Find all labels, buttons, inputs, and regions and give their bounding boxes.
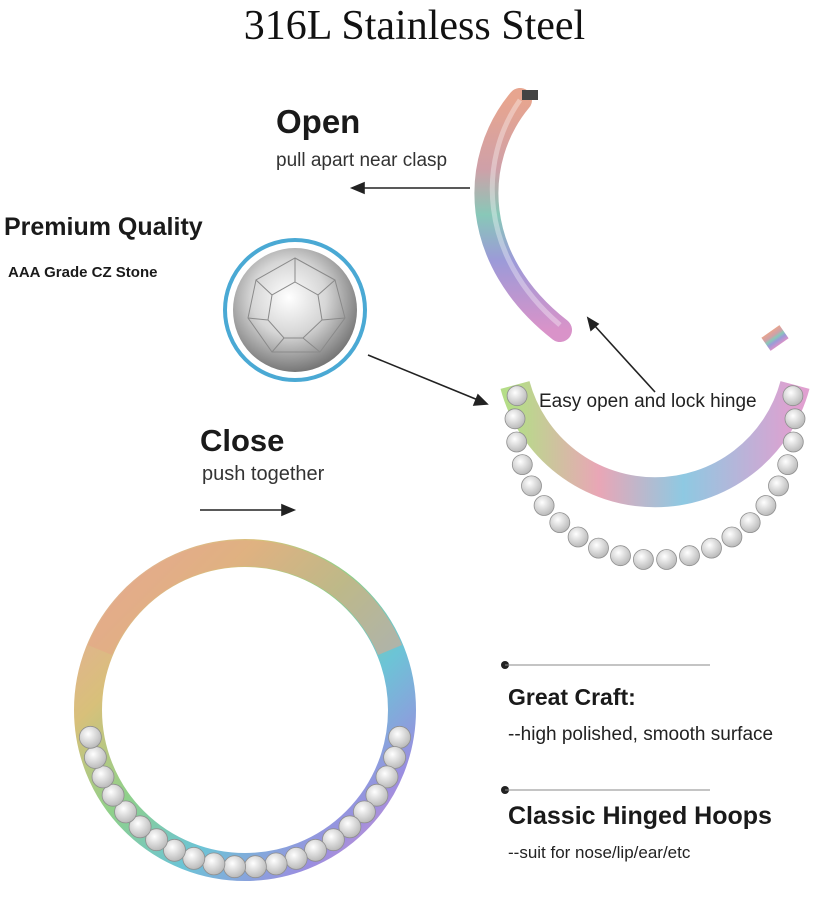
cz-stone (84, 746, 107, 769)
cz-stone (388, 725, 412, 749)
cz-stone (588, 537, 609, 559)
cz-stone (321, 828, 345, 852)
cz-stone (223, 855, 247, 879)
feature-heading-craft: Great Craft: (508, 684, 636, 710)
cz-stone (365, 783, 389, 807)
cz-stone (768, 475, 789, 497)
cz-stone (721, 526, 743, 548)
cz-stone (383, 746, 407, 769)
annotation-arrows (200, 181, 656, 517)
page-title: 316L Stainless Steel (243, 3, 586, 49)
cz-stone (163, 838, 186, 862)
cz-stone (128, 815, 152, 839)
cz-stone (549, 512, 571, 533)
premium-subtext: AAA Grade CZ Stone (8, 264, 158, 281)
close-subtext: push together (202, 463, 325, 485)
cz-stone (145, 828, 169, 852)
cz-stone (782, 385, 804, 407)
closed-hoop-stones (79, 725, 412, 879)
cz-stone (114, 800, 137, 824)
clasp-tip (522, 90, 538, 100)
feature-heading-hoops: Classic Hinged Hoops (508, 802, 772, 830)
cz-stone (533, 495, 555, 516)
feature-dividers (501, 661, 710, 794)
cz-stone (610, 545, 631, 567)
cz-stone (511, 454, 533, 476)
cz-stone (304, 838, 327, 862)
cz-stone (182, 847, 206, 870)
cz-stone (506, 431, 528, 453)
cz-stone (284, 847, 308, 870)
cz-stone (755, 495, 777, 516)
cz-stone (243, 855, 267, 879)
cz-stone (782, 431, 804, 453)
cz-stone (264, 852, 288, 876)
open-heading: Open (276, 103, 361, 140)
cz-stone (777, 454, 799, 476)
open-hoop-stones (504, 385, 806, 570)
cz-stone (656, 549, 677, 570)
cz-stone (739, 512, 761, 533)
cz-stone-medallion (223, 238, 367, 382)
cz-stone (701, 537, 722, 559)
open-clasp-arm (474, 88, 572, 342)
open-subtext: pull apart near clasp (276, 150, 448, 171)
open-hoop (500, 325, 810, 570)
feature-subtext-craft: --high polished, smooth surface (508, 724, 774, 745)
cz-stone (352, 800, 376, 824)
cz-stone (101, 783, 125, 807)
cz-stone (338, 815, 362, 839)
hinge-label: Easy open and lock hinge (539, 391, 757, 412)
cz-stone (567, 526, 589, 548)
cz-stone (91, 765, 115, 789)
cz-stone (679, 545, 700, 567)
close-heading: Close (200, 423, 285, 458)
cz-stone (506, 385, 528, 407)
cz-stone (375, 765, 399, 789)
cz-stone (521, 475, 542, 497)
premium-heading: Premium Quality (4, 213, 203, 241)
cz-stone (202, 852, 226, 876)
cz-stone (633, 549, 654, 570)
cz-stone (79, 725, 102, 749)
cz-stone (784, 408, 806, 430)
feature-subtext-hoops: --suit for nose/lip/ear/etc (508, 843, 691, 862)
closed-hoop (74, 539, 416, 881)
cz-stone (504, 408, 526, 430)
